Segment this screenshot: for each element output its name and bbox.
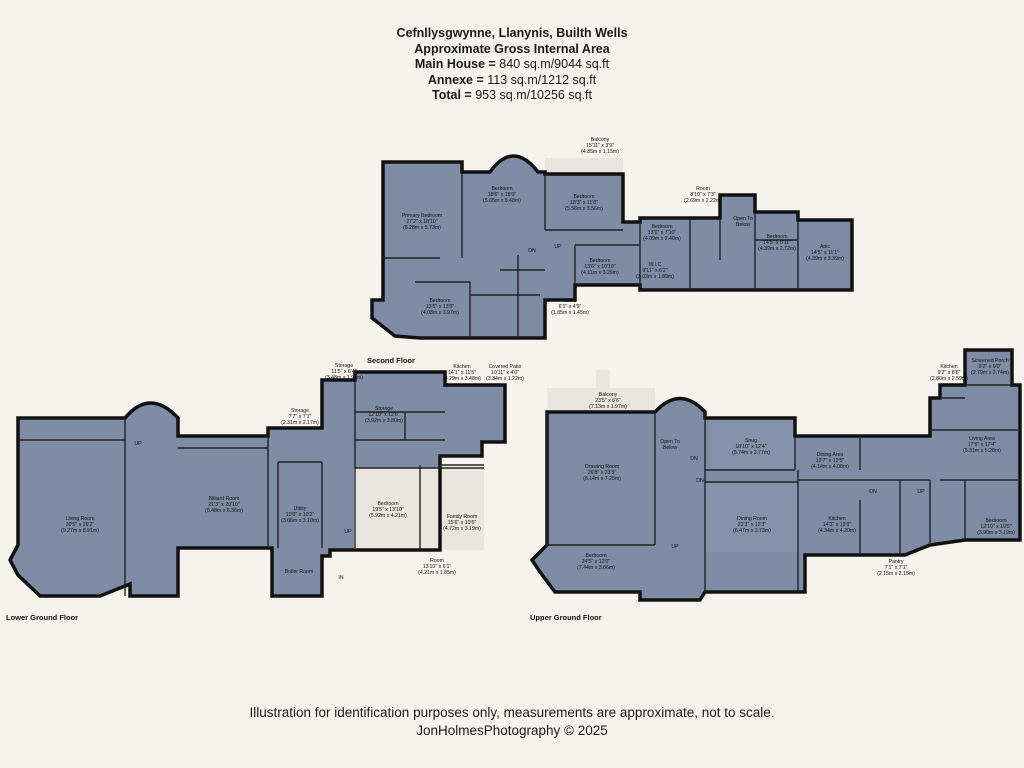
- stair-up-lg: UP: [134, 441, 142, 447]
- annexe-area: Annexe = 113 sq.m/1212 sq.ft: [427, 72, 597, 87]
- room-label-boiler-room: Boiler Room: [285, 569, 314, 575]
- second-floor-rooms: [372, 156, 852, 338]
- lower-bedroom-light: [354, 468, 484, 550]
- stair-dn-2f: DN: [528, 248, 536, 254]
- balcony-steps: [596, 370, 610, 388]
- main-house-area: Main House = 840 sq.m/9044 sq.ft: [414, 57, 610, 71]
- floor-label-lower-ground: Lower Ground Floor: [6, 613, 78, 622]
- stair-dn-ug-b: DN: [696, 478, 704, 484]
- lower-ground-floor-plan: [8, 370, 507, 598]
- stair-up-ug-b: UP: [917, 489, 925, 495]
- upper-ground-walls: [529, 348, 1022, 602]
- floor-label-upper-ground: Upper Ground Floor: [530, 613, 602, 622]
- stair-dn-ug-c: DN: [869, 489, 877, 495]
- dining-room-fill: [705, 482, 798, 552]
- entrance-in-marker: IN: [338, 575, 343, 581]
- stair-up-2f: UP: [554, 244, 562, 250]
- stair-up-ug: UP: [671, 544, 679, 550]
- floor-label-second: Second Floor: [367, 356, 415, 365]
- upper-ground-floor-plan: [529, 348, 1022, 602]
- plan-footer: Illustration for identification purposes…: [0, 704, 1024, 740]
- second-floor-walls: [370, 154, 854, 340]
- lower-ground-walls: [8, 370, 507, 598]
- balcony-ug: [547, 388, 655, 412]
- snug-fill: [710, 418, 795, 468]
- photographer-credit: JonHolmesPhotography © 2025: [416, 723, 608, 738]
- stair-up-lg-b: UP: [344, 529, 352, 535]
- second-floor-plan: [370, 154, 854, 340]
- stair-dn-ug: DN: [690, 456, 698, 462]
- plan-header: Cefnllysgwynne, Llanynis, Builth Wells A…: [0, 26, 1024, 104]
- disclaimer: Illustration for identification purposes…: [249, 705, 775, 720]
- area-title: Approximate Gross Internal Area: [414, 41, 610, 56]
- balcony-top: [545, 158, 623, 174]
- total-area: Total = 953 sq.m/10256 sq.ft: [432, 88, 592, 102]
- address-title: Cefnllysgwynne, Llanynis, Builth Wells: [396, 26, 628, 40]
